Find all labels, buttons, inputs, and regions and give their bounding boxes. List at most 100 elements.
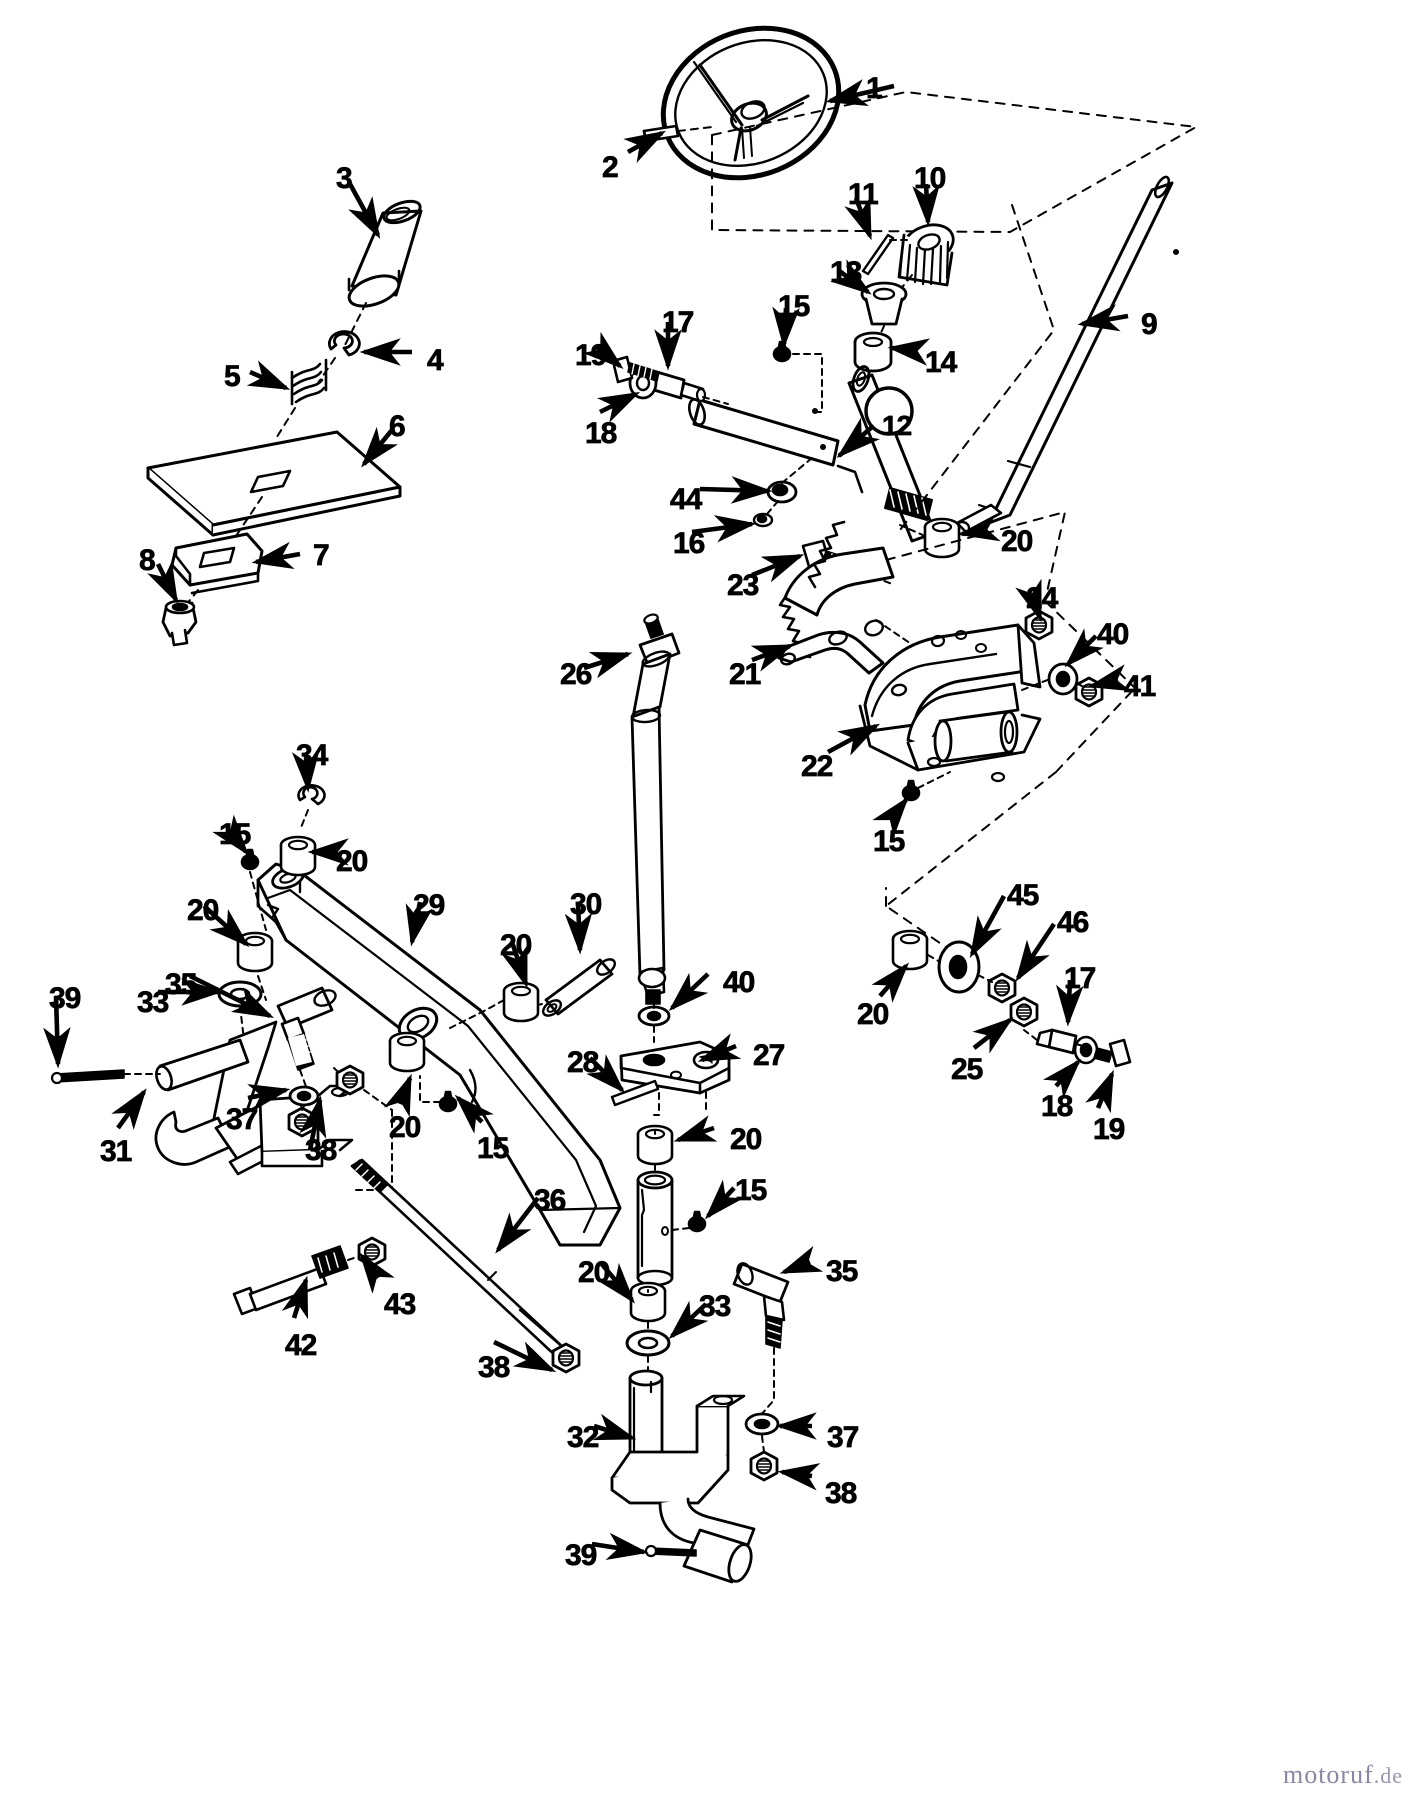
callout-roll-pin-pinion-11: 11 xyxy=(848,178,879,211)
callout-tie-rod-end-35: 35 xyxy=(826,1255,859,1288)
callout-hex-head-bolt-23: 23 xyxy=(727,569,760,602)
steering-shaft-part xyxy=(953,175,1179,536)
callout-lock-washer-small-16: 16 xyxy=(673,527,706,560)
callout-steering-shaft-9: 9 xyxy=(1141,308,1158,341)
watermark-brand: motoruf xyxy=(1282,1760,1374,1789)
callout-thrust-washer-33: 33 xyxy=(137,986,170,1019)
ball-joint-stud-part-left xyxy=(652,370,707,403)
cotter-pin-part-left xyxy=(50,1069,125,1085)
tie-rod-tube-part xyxy=(541,958,617,1017)
callout-grease-fitting-15: 15 xyxy=(735,1174,768,1207)
washer-part-draglink xyxy=(637,1005,671,1027)
steering-sector-bracket-part xyxy=(858,623,1042,783)
roll-pin-arm-part xyxy=(610,1079,660,1107)
spacer-bushing-part xyxy=(853,331,893,373)
callout-shift-bushing-8: 8 xyxy=(139,544,156,577)
carriage-bolt-part xyxy=(232,1245,349,1316)
callout-carriage-bolt-42: 42 xyxy=(285,1329,318,1362)
shift-plate-part xyxy=(146,430,402,537)
hex-nut-part-draglink xyxy=(551,1342,581,1374)
callout-grease-fitting-15: 15 xyxy=(778,290,811,323)
callout-cap-nut-44: 44 xyxy=(670,483,703,516)
grease-fitting-part-bracket xyxy=(901,779,921,802)
callout-shift-gate-7: 7 xyxy=(313,539,330,572)
callout-front-axle-beam-29: 29 xyxy=(413,889,446,922)
callout-drag-link-36: 36 xyxy=(534,1184,567,1217)
callout-bushing-20: 20 xyxy=(578,1256,611,1289)
lock-washer-part-left xyxy=(288,1085,320,1107)
callout-grease-fitting-15: 15 xyxy=(477,1132,510,1165)
grease-fitting-part-axle xyxy=(240,848,260,871)
callout-flat-washer-18: 18 xyxy=(1041,1090,1074,1123)
hex-nut-part-sector xyxy=(1074,676,1104,708)
callout-drag-link-rod-26: 26 xyxy=(560,658,593,691)
callout-bushing-20: 20 xyxy=(336,845,369,878)
mount-bolt-left xyxy=(288,1034,312,1066)
callout-flat-washer-18: 18 xyxy=(585,417,618,450)
callout-washer-40: 40 xyxy=(1097,618,1130,651)
grease-fitting-part-top xyxy=(772,340,792,363)
callout-spindle-right-32: 32 xyxy=(567,1421,600,1454)
watermark-tld: .de xyxy=(1373,1763,1403,1788)
callout-roll-pin-28: 28 xyxy=(567,1046,600,1079)
callout-shift-plate-6: 6 xyxy=(389,410,406,443)
tie-rod-end-part-right xyxy=(732,1262,790,1349)
bushing-part-tierod xyxy=(502,981,540,1023)
callout-ball-joint-stud-17: 17 xyxy=(1064,962,1097,995)
kingpin-tube-part xyxy=(636,1170,674,1287)
callout-shift-lever-knob-boot-3: 3 xyxy=(336,162,353,195)
thrust-washer-part-left xyxy=(217,980,263,1008)
callout-tie-rod-tube-30: 30 xyxy=(570,888,603,921)
drag-link-rod-part xyxy=(630,613,681,1005)
flat-washer-large-part xyxy=(937,940,981,994)
callout-steering-arm-27: 27 xyxy=(753,1039,786,1072)
callout-spindle-left-31: 31 xyxy=(100,1135,133,1168)
flat-washer-part-right xyxy=(1073,1035,1099,1065)
lock-washer-part-right xyxy=(744,1412,780,1436)
retaining-clip-part xyxy=(328,330,361,357)
steering-arm-part xyxy=(619,1040,731,1095)
callout-hex-nut-38: 38 xyxy=(305,1134,338,1167)
e-clip-part xyxy=(297,784,326,806)
callout-lock-washer-37: 37 xyxy=(827,1421,860,1454)
cotter-pin-part-bottom xyxy=(644,1544,697,1558)
callout-hex-nut-thin-46: 46 xyxy=(1057,906,1090,939)
callout-hex-nut-41: 41 xyxy=(1124,670,1157,703)
bushing-part-axle-top xyxy=(279,835,317,877)
callout-flat-washer-large-45: 45 xyxy=(1007,879,1040,912)
roll-pin-wheel-part xyxy=(642,124,680,143)
steering-wheel-part xyxy=(660,25,842,181)
callout-lock-nut-24: 24 xyxy=(1026,582,1059,615)
callout-steering-sector-gear-21: 21 xyxy=(729,658,762,691)
hex-nut-part-left xyxy=(287,1106,317,1138)
callout-ball-joint-stud-17: 17 xyxy=(662,306,695,339)
watermark: motoruf.de xyxy=(1283,1760,1403,1790)
callout-tie-rod-end-35: 35 xyxy=(165,968,198,1001)
thrust-washer-part-right xyxy=(625,1329,671,1357)
callout-bushing-20: 20 xyxy=(500,929,533,962)
shift-gate-part xyxy=(170,532,264,595)
shift-bushing-part xyxy=(161,599,198,647)
bushing-part-axle-lower xyxy=(236,931,274,973)
callout-jam-nut-25: 25 xyxy=(951,1053,984,1086)
ball-joint-stud-part-right xyxy=(1035,1028,1078,1055)
callout-lock-washer-37: 37 xyxy=(226,1103,259,1136)
bushing-part-lowerright xyxy=(891,929,929,971)
hex-nut-thin-part xyxy=(987,972,1017,1004)
callout-hex-nut-38: 38 xyxy=(478,1351,511,1384)
callout-grease-fitting-15: 15 xyxy=(873,825,906,858)
callout-hex-bolt-19: 19 xyxy=(1093,1113,1126,1146)
grease-fitting-part-kingpin xyxy=(687,1210,707,1233)
callout-grease-fitting-15: 15 xyxy=(219,818,252,851)
cap-nut-part xyxy=(766,480,798,504)
shift-boot-part xyxy=(347,199,423,308)
bushing-part-axle-lower2 xyxy=(388,1031,426,1073)
callout-bushing-20: 20 xyxy=(857,998,890,1031)
callout-e-clip-34: 34 xyxy=(296,739,329,772)
callout-hex-bolt-19: 19 xyxy=(575,339,608,372)
grease-fitting-part-axle2 xyxy=(438,1090,458,1113)
callout-cotter-pin-39: 39 xyxy=(565,1539,598,1572)
bushing-part-kingpin-lower xyxy=(629,1281,667,1323)
